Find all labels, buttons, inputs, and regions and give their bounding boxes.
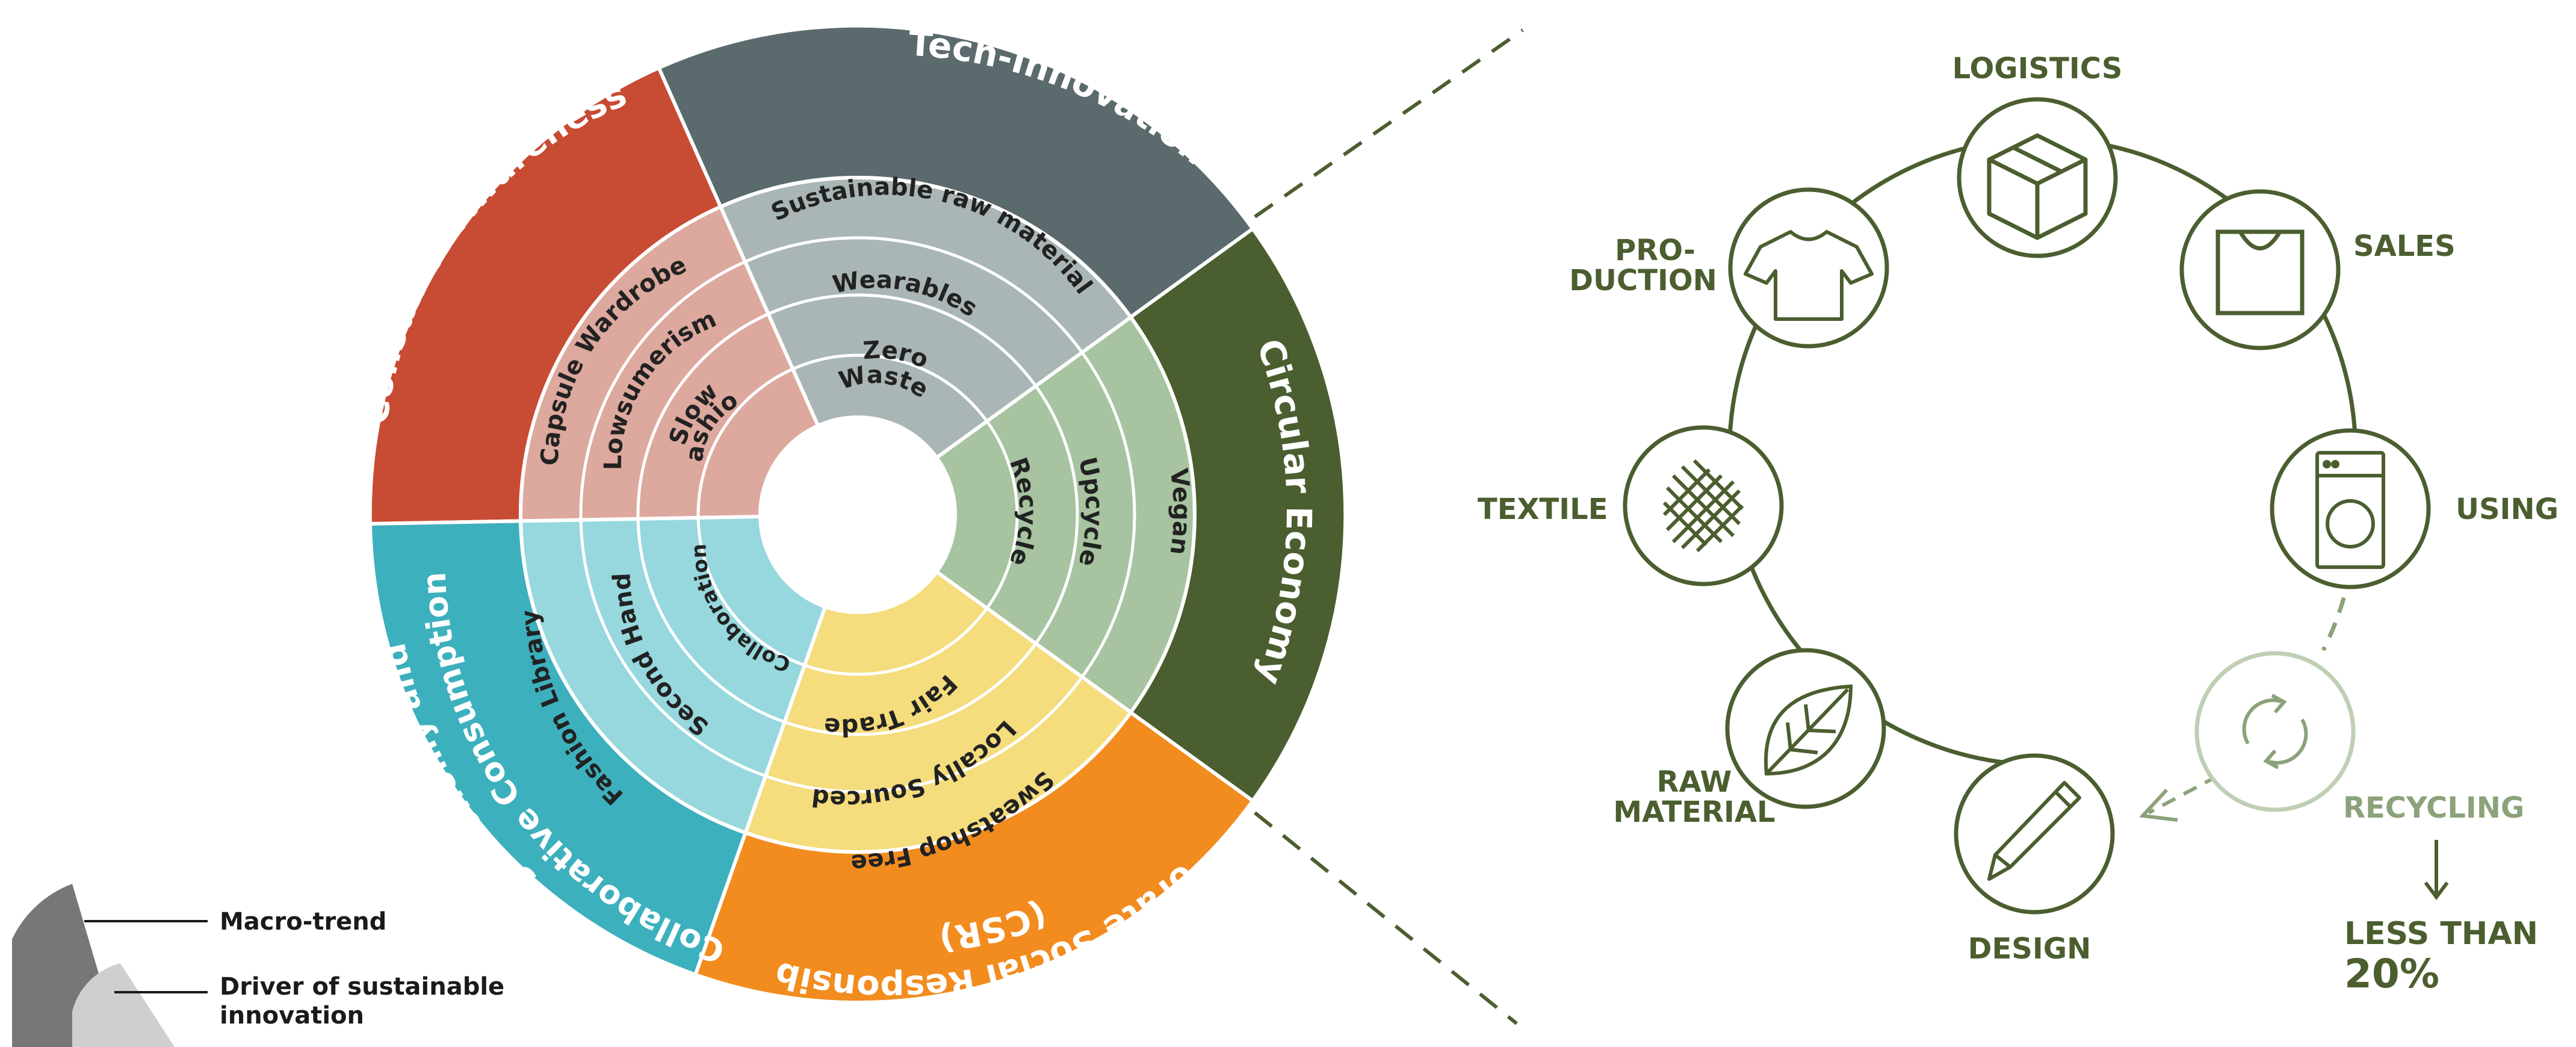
recycling-note: LESS THAN 20% xyxy=(2344,840,2538,997)
note-percent: 20% xyxy=(2344,951,2439,997)
label-production-2: DUCTION xyxy=(1569,264,1717,297)
label-sales: SALES xyxy=(2353,229,2456,263)
pencil-icon xyxy=(1987,781,2081,881)
wheel-hole xyxy=(758,415,957,614)
driver-vegan: Vegan xyxy=(1165,467,1195,557)
recycle-arrows-icon xyxy=(2242,694,2308,769)
legend-driver-label-1: Driver of sustainable xyxy=(220,973,504,1001)
label-production-1: PRO- xyxy=(1615,234,1695,267)
fabric-weave-icon xyxy=(1662,459,1744,553)
legend-driver-swatch xyxy=(72,963,175,1047)
label-raw-1: RAW xyxy=(1657,765,1732,799)
recycling-to-design-arrow xyxy=(2138,763,2240,822)
legend-macro-label: Macro-trend xyxy=(220,908,386,936)
shopping-bag-icon xyxy=(2215,229,2305,315)
note-less-than: LESS THAN xyxy=(2344,916,2538,952)
stage-design xyxy=(1954,753,2115,915)
box-icon xyxy=(1987,133,2088,240)
label-using: USING xyxy=(2456,492,2559,526)
stage-recycling xyxy=(2194,651,2356,812)
lifecycle-diagram: LOGISTICS SALES USING RECYCLING DESIGN R… xyxy=(1478,52,2559,997)
zoom-connectors xyxy=(1254,28,1524,1025)
label-logistics: LOGISTICS xyxy=(1952,52,2123,85)
tshirt-icon xyxy=(1744,230,1874,321)
label-design: DESIGN xyxy=(1968,932,2091,966)
label-raw-2: MATERIAL xyxy=(1613,795,1775,829)
leaf-icon xyxy=(1764,684,1853,776)
label-textile: TEXTILE xyxy=(1478,492,1608,526)
sustainability-wheel: Consumer Awareness Tech-Innovation Circu… xyxy=(0,0,1346,1003)
legend: Macro-trend Driver of sustainable innova… xyxy=(12,884,504,1047)
stage-sales xyxy=(2179,189,2341,350)
inner-ring-lines xyxy=(519,176,1197,854)
stage-using xyxy=(2270,428,2431,589)
legend-driver-label-2: innovation xyxy=(220,1002,364,1030)
washing-machine-icon xyxy=(2315,451,2385,569)
label-recycling: RECYCLING xyxy=(2343,791,2524,825)
stage-textile xyxy=(1623,425,1784,586)
stage-logistics xyxy=(1957,97,2118,258)
stage-production xyxy=(1728,187,1889,349)
stage-raw-material xyxy=(1725,648,1886,809)
